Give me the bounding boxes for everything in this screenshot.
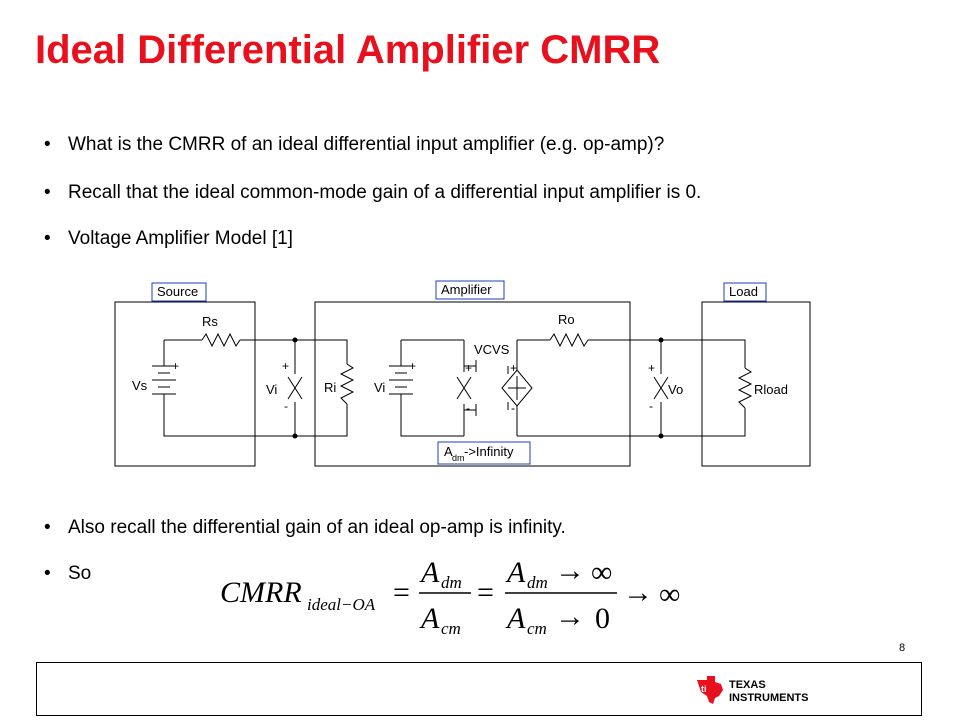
formula-den2-zero: 0 <box>595 602 610 635</box>
bullet-item: • So <box>44 563 91 585</box>
bullet-text: Also recall the differential gain of an … <box>68 517 566 538</box>
bullet-marker: • <box>44 517 51 538</box>
formula-den2-A: A <box>505 602 526 635</box>
bullet-marker: • <box>44 228 51 249</box>
ti-state-icon <box>697 676 723 704</box>
formula-num2-dm: dm <box>527 573 548 592</box>
vcvs-diamond-symbol <box>501 369 533 407</box>
vi-plus-sign: + <box>282 359 289 373</box>
formula-result-arrow: → <box>623 576 653 609</box>
rload-label: Rload <box>754 382 788 397</box>
source-box <box>114 301 256 467</box>
formula-den-cm: cm <box>441 619 461 638</box>
formula-num-dm: dm <box>441 573 462 592</box>
load-box <box>701 301 811 467</box>
formula-lhs: CMRR <box>220 576 302 609</box>
bullet-item: • Also recall the differential gain of an… <box>44 517 566 539</box>
texas-instruments-logo: ti TEXAS INSTRUMENTS <box>697 676 808 704</box>
bullet-item: • Voltage Amplifier Model [1] <box>44 228 293 250</box>
formula-den2-arrow: → <box>555 600 585 633</box>
rload-resistor-symbol <box>737 367 753 409</box>
vi-label-left: Vi <box>266 382 277 397</box>
gain-infinity-label: ->Infinity <box>464 444 514 459</box>
vcvs-sense-minus-sign: - <box>466 401 470 415</box>
voltage-amplifier-circuit: Source Amplifier Load + Vs Rs + - Vi Ri <box>114 280 811 467</box>
vs-battery-symbol <box>152 364 176 400</box>
formula-num2-A: A <box>505 556 526 589</box>
rs-label: Rs <box>202 314 218 329</box>
ri-resistor-symbol <box>339 363 355 405</box>
vcvs-sense-plus-sign: + <box>465 361 472 375</box>
bullet-text: What is the CMRR of an ideal differentia… <box>68 134 665 155</box>
bullet-text: So <box>68 563 92 584</box>
vs-plus-sign: + <box>172 359 179 373</box>
amplifier-label: Amplifier <box>441 282 492 297</box>
formula-num-A: A <box>419 556 440 589</box>
formula-equals-1: = <box>393 576 410 609</box>
formula-equals-2: = <box>477 576 494 609</box>
bullet-marker: • <box>44 563 51 584</box>
formula-lhs-subscript: ideal−OA <box>307 595 376 614</box>
bullet-item: • What is the CMRR of an ideal differenti… <box>44 134 664 156</box>
bullet-item: • Recall that the ideal common-mode gain … <box>44 182 701 204</box>
vi-label-inner: Vi <box>374 380 385 395</box>
bullet-text: Voltage Amplifier Model [1] <box>68 228 293 249</box>
vi-battery-symbol <box>389 364 413 400</box>
cmrr-formula: CMRR ideal−OA = A dm A cm = A dm → ∞ A c… <box>220 554 680 638</box>
load-label: Load <box>729 284 758 299</box>
formula-num2-infinity: ∞ <box>591 556 612 589</box>
formula-result-infinity: ∞ <box>659 578 680 611</box>
vcvs-minus-sign: - <box>511 401 515 415</box>
vi-battery-plus-sign: + <box>409 359 416 373</box>
formula-den2-cm: cm <box>527 619 547 638</box>
gain-dm-subscript: dm <box>452 453 465 463</box>
vcvs-label: VCVS <box>474 342 510 357</box>
rs-resistor-symbol <box>201 332 241 348</box>
vi-probe-symbol <box>287 376 303 400</box>
vcvs-plus-sign: + <box>510 361 517 375</box>
ro-label: Ro <box>558 312 575 327</box>
ti-logo-line1: TEXAS <box>729 679 766 691</box>
footer-bar <box>36 662 922 716</box>
bullet-marker: • <box>44 182 51 203</box>
amplifier-box <box>314 301 631 467</box>
vo-label: Vo <box>668 382 683 397</box>
vcvs-sense-symbol <box>456 360 477 416</box>
bullet-text: Recall that the ideal common-mode gain o… <box>68 182 702 203</box>
ti-logo-line2: INSTRUMENTS <box>729 692 808 704</box>
vs-label: Vs <box>132 378 148 393</box>
svg-text:ti: ti <box>701 684 707 694</box>
gain-a-label: A <box>444 444 453 459</box>
source-label: Source <box>157 284 198 299</box>
page-number: 8 <box>899 642 906 654</box>
formula-num2-arrow: → <box>555 554 585 587</box>
slide-title: Ideal Differential Amplifier CMRR <box>35 28 661 72</box>
vo-probe-symbol <box>653 376 669 400</box>
ri-label: Ri <box>324 380 336 395</box>
vo-plus-sign: + <box>648 361 655 375</box>
vo-minus-sign: - <box>649 399 653 413</box>
formula-den-A: A <box>419 602 440 635</box>
vi-minus-sign: - <box>284 399 288 413</box>
ro-resistor-symbol <box>549 332 589 348</box>
bullet-marker: • <box>44 134 51 155</box>
